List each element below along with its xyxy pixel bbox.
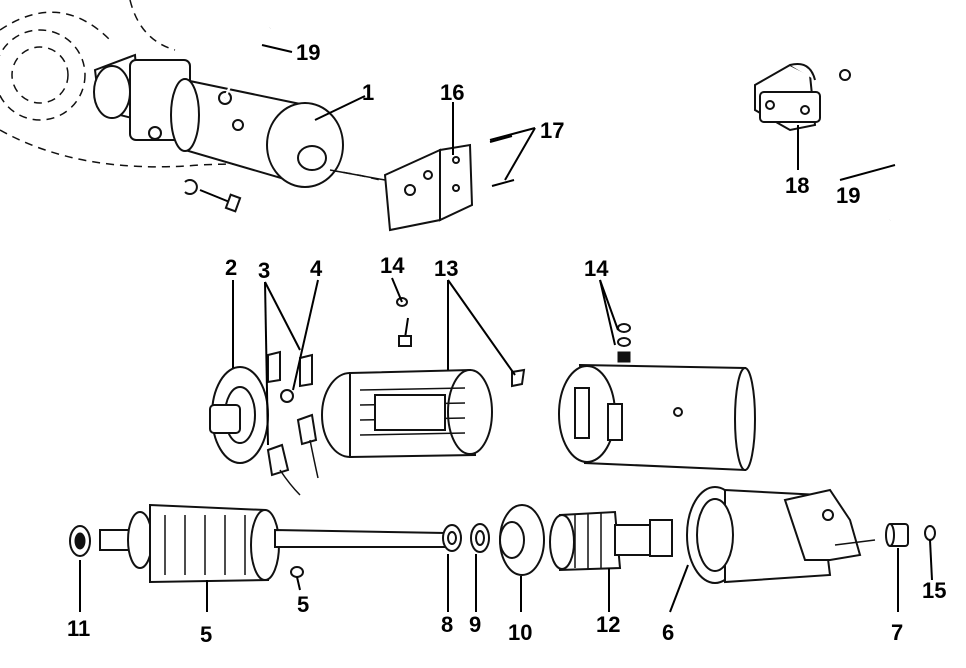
- callout-18: 18: [785, 173, 809, 198]
- leader-lines: [79, 44, 933, 613]
- brush-set: [266, 350, 319, 496]
- commutator-end-cap: [209, 366, 269, 464]
- callout-4: 4: [310, 256, 323, 281]
- starter-motor-assembly: [93, 53, 386, 188]
- field-screw-and-washers: [396, 297, 631, 363]
- frame-housing: [558, 363, 756, 472]
- thrust-washer: [69, 525, 91, 557]
- callout-12: 12: [596, 612, 620, 637]
- mounting-bracket: [383, 143, 474, 232]
- callout-5-small: 5: [297, 592, 309, 617]
- retaining-ring: [924, 525, 936, 541]
- solenoid-relay: [754, 63, 821, 132]
- callout-6: 6: [662, 620, 674, 645]
- mounting-bolt-and-washer: [184, 179, 242, 213]
- callout-17: 17: [540, 118, 564, 143]
- callout-16: 16: [440, 80, 464, 105]
- callout-13: 13: [434, 256, 458, 281]
- drive-end-housing: [686, 486, 876, 584]
- callout-14-left: 14: [380, 253, 405, 278]
- bushing-small: [885, 523, 909, 547]
- brush-screw: [280, 389, 294, 403]
- callout-8: 8: [441, 612, 453, 637]
- callout-3: 3: [258, 258, 270, 283]
- field-coil-assembly: [321, 368, 526, 459]
- callout-5: 5: [200, 622, 212, 647]
- bushing: [442, 524, 462, 552]
- engine-flywheel-outline: [0, 0, 381, 181]
- callout-15: 15: [922, 578, 946, 603]
- drive-assembly: [549, 510, 673, 572]
- callout-19-right: 19: [836, 183, 860, 208]
- callout-11: 11: [67, 616, 90, 641]
- callout-9: 9: [469, 612, 481, 637]
- callout-1: 1: [362, 80, 374, 105]
- callout-19-top: 19: [296, 40, 320, 65]
- mounting-studs: [489, 135, 515, 187]
- callout-2: 2: [225, 255, 237, 280]
- spacer-washer: [470, 523, 490, 553]
- callout-14-right: 14: [584, 256, 609, 281]
- callout-10: 10: [508, 620, 532, 645]
- battery-cables: [223, 27, 893, 221]
- center-plate: [499, 504, 545, 576]
- callout-7: 7: [891, 620, 903, 645]
- armature: [99, 503, 446, 584]
